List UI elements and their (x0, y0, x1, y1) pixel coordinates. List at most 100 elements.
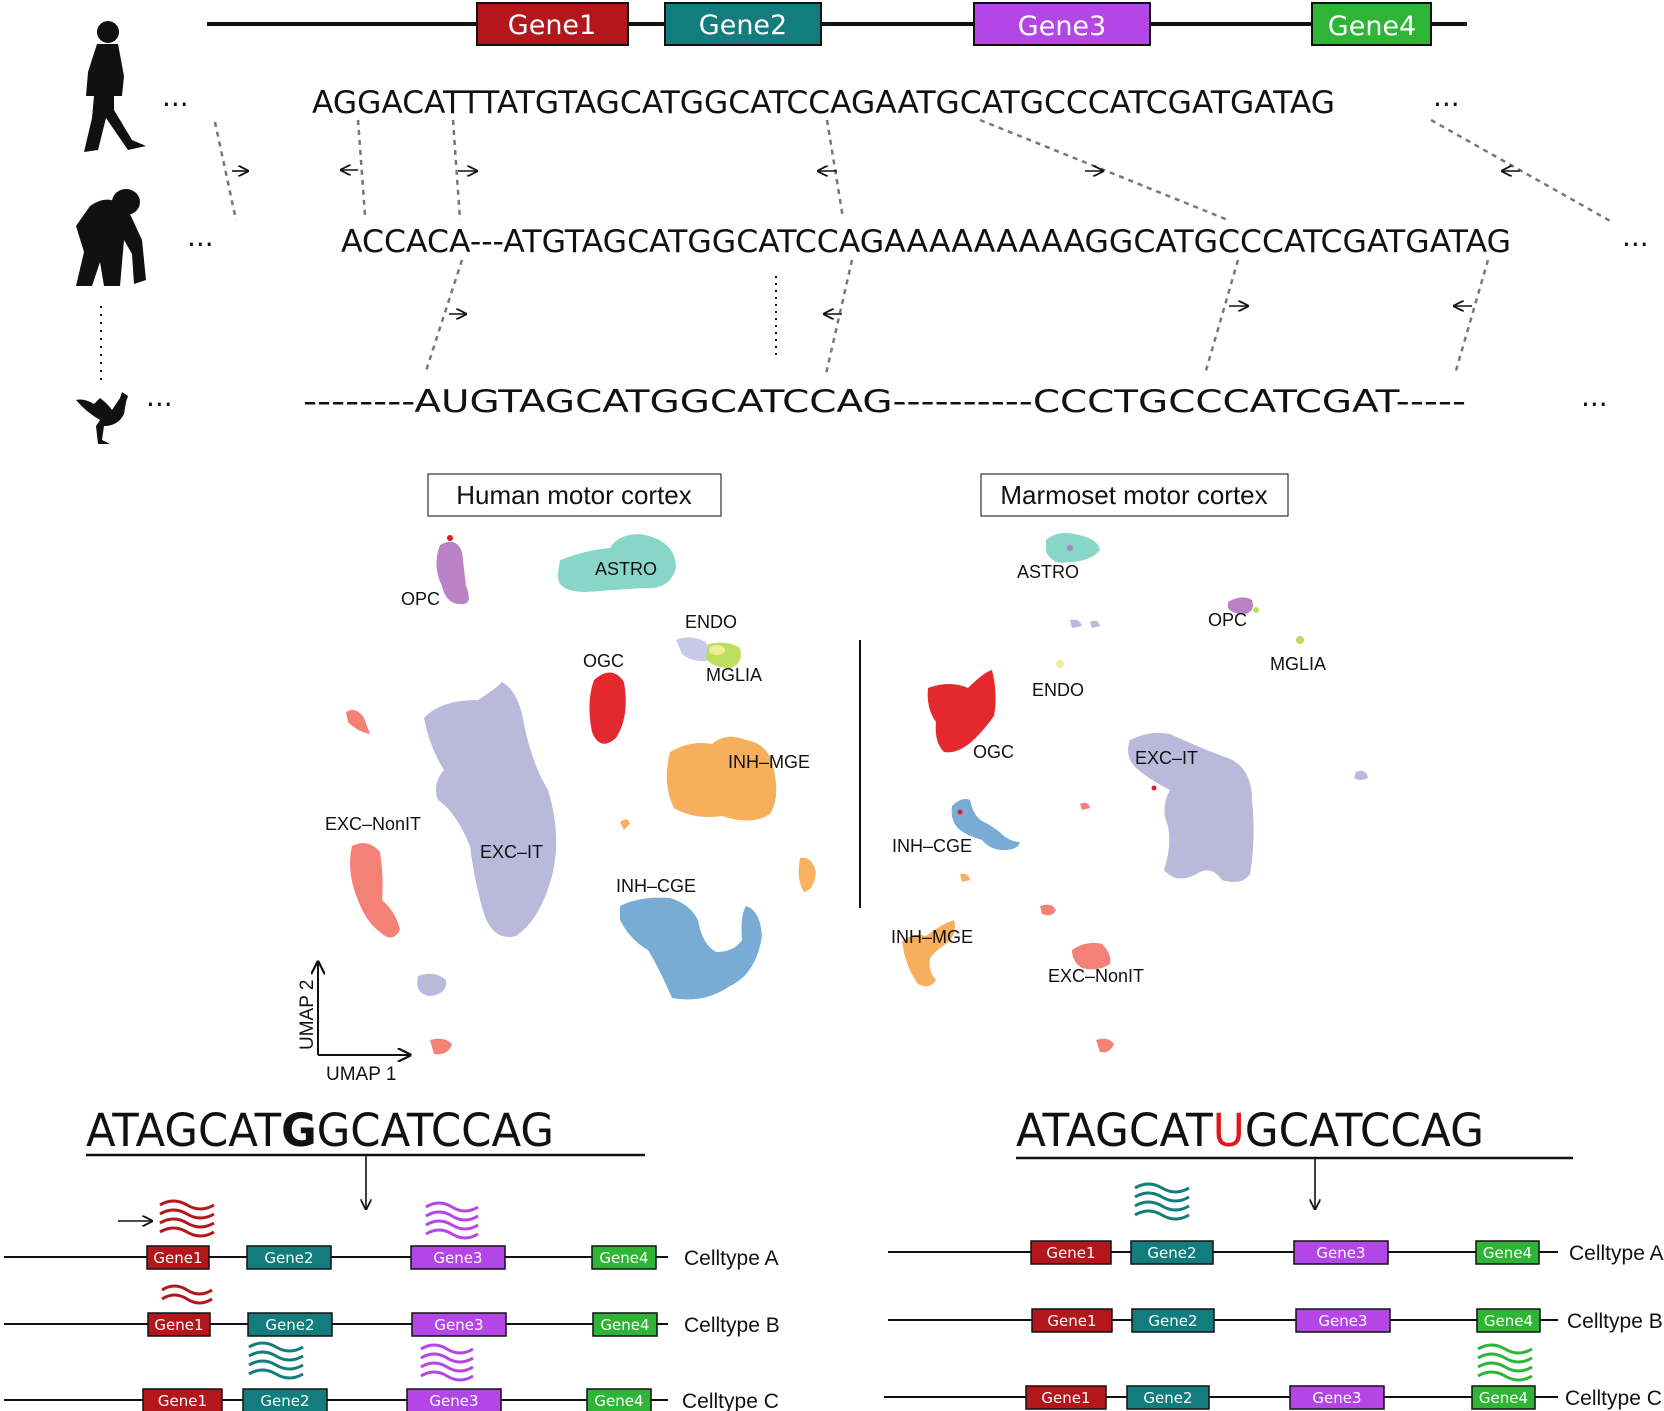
gene1-box: Gene1 (1031, 1308, 1113, 1333)
gene4-box: Gene4 (1476, 1308, 1541, 1333)
gene3-label: Gene3 (434, 1316, 483, 1334)
marmoset-cluster-small-nonit-b (1040, 904, 1056, 916)
gene4-expression-waves (1477, 1343, 1533, 1382)
umap-axes: UMAP 1 UMAP 2 (297, 962, 410, 1085)
gene1-label: Gene1 (158, 1392, 207, 1410)
gene4-box: Gene4 (592, 1312, 658, 1337)
label-marmoset-inh-mge: INH–MGE (891, 927, 973, 947)
marmoset-cluster-inh-cge (951, 798, 1020, 850)
human-cluster-labels: OPC ASTRO ENDO MGLIA OGC INH–MGE EXC–Non… (325, 559, 810, 896)
human-cluster-small-mge (798, 857, 816, 892)
gene4-box: Gene4 (1471, 1385, 1536, 1410)
gene2-box: Gene2 (242, 1388, 328, 1411)
label-marmoset-ogc: OGC (973, 742, 1014, 762)
gene1-label: Gene1 (154, 1316, 203, 1334)
chicken-sequence: --------AUGTAGCATGGCATCCAG----------CCCT… (303, 384, 1466, 420)
gene2-box: Gene2 (664, 2, 822, 46)
human-cluster-inh-mge (666, 736, 777, 821)
left-variant-base: G (281, 1104, 317, 1157)
marmoset-cluster-small-it-c (1354, 770, 1368, 780)
marmoset-cluster-endo (1056, 660, 1064, 668)
right-variant-prefix: ATAGCAT (1016, 1104, 1213, 1157)
gene4-label: Gene4 (1484, 1312, 1533, 1330)
human-cluster-endo-yellow (709, 645, 725, 655)
marmoset-cluster-small-mge-a (960, 873, 970, 882)
left-variant-prefix: ATAGCAT (86, 1104, 282, 1157)
marmoset-panel-title: Marmoset motor cortex (980, 473, 1289, 517)
label-human-endo: ENDO (685, 612, 737, 632)
label-human-ogc: OGC (583, 651, 624, 671)
celltype-c-label: Celltype C (1565, 1387, 1662, 1410)
gene3-label: Gene3 (1318, 1312, 1367, 1330)
human-cluster-small-nonit-1 (346, 710, 370, 734)
label-marmoset-inh-cge: INH–CGE (892, 836, 972, 856)
gene1-expression-waves (161, 1284, 213, 1305)
marmoset-cluster-astro (1046, 532, 1100, 563)
human-sequence: AGGACATTTATGTAGCATGGCATCCAGAATGCATGCCCAT… (312, 85, 1335, 121)
gene4-box: Gene4 (1475, 1240, 1540, 1265)
ellipsis-human-right: ... (1433, 80, 1460, 113)
gene3-expression-waves (420, 1343, 474, 1382)
human-cluster-endo (676, 637, 712, 662)
gene1-box: Gene1 (1030, 1240, 1112, 1265)
gene1-expression-waves (159, 1199, 215, 1238)
gene3-box: Gene3 (1295, 1308, 1391, 1333)
celltype-b-label: Celltype B (684, 1314, 780, 1337)
human-cluster-opc (436, 541, 469, 605)
svg-text:ATAGCATUGCATCCAG: ATAGCATUGCATCCAG (1016, 1104, 1484, 1157)
label-human-opc: OPC (401, 589, 440, 609)
gene1-label: Gene1 (1046, 1244, 1095, 1262)
gene2-expression-waves (248, 1341, 304, 1380)
gene2-expression-waves (1134, 1182, 1190, 1221)
label-human-mglia: MGLIA (706, 665, 762, 685)
gene2-box: Gene2 (247, 1312, 333, 1337)
label-marmoset-exc-nonit: EXC–NonIT (1048, 966, 1144, 986)
gene2-label: Gene2 (260, 1392, 309, 1410)
marmoset-cluster-mglia (1296, 636, 1304, 644)
label-human-exc-it: EXC–IT (480, 842, 543, 862)
gene4-label: Gene4 (1328, 11, 1416, 42)
marmoset-cluster-small-it-b (1090, 620, 1100, 628)
human-cluster-small-it-1 (417, 973, 447, 996)
gene1-box: Gene1 (146, 1245, 210, 1270)
svg-text:Human motor cortex: Human motor cortex (456, 480, 692, 510)
svg-text:Marmoset motor cortex: Marmoset motor cortex (1000, 480, 1267, 510)
label-human-exc-nonit: EXC–NonIT (325, 814, 421, 834)
gene4-label: Gene4 (599, 1249, 648, 1267)
gene4-box: Gene4 (1311, 2, 1432, 46)
gene4-label: Gene4 (600, 1316, 649, 1334)
gene1-label: Gene1 (508, 10, 596, 41)
gene2-label: Gene2 (264, 1249, 313, 1267)
celltype-a-label: Celltype A (1569, 1242, 1664, 1265)
marmoset-cluster-exc-it (1128, 732, 1254, 882)
gene1-box: Gene1 (476, 2, 629, 46)
gene3-box: Gene3 (410, 1245, 506, 1270)
umap-clusters (346, 532, 1368, 1055)
label-human-inh-cge: INH–CGE (616, 876, 696, 896)
human-silhouette-icon (84, 21, 146, 152)
human-cluster-ogc (589, 672, 626, 744)
gene3-box: Gene3 (1293, 1240, 1389, 1265)
human-cluster-exc-nonit (350, 843, 400, 938)
gene3-expression-waves (425, 1201, 479, 1240)
marmoset-cluster-astro-opc-dot (1067, 545, 1073, 551)
right-variant-suffix: GCATCCAG (1245, 1104, 1484, 1157)
umap2-label: UMAP 2 (297, 980, 318, 1050)
gene2-label: Gene2 (1143, 1389, 1192, 1407)
left-variant-suffix: GCATCCAG (317, 1104, 554, 1157)
label-marmoset-mglia: MGLIA (1270, 654, 1326, 674)
marmoset-cluster-small-nonit-c (1096, 1038, 1114, 1053)
gene3-box: Gene3 (973, 2, 1151, 46)
gene2-box: Gene2 (1126, 1385, 1210, 1410)
gene3-label: Gene3 (1018, 11, 1106, 42)
chimp-silhouette-icon (76, 189, 146, 286)
gene3-box: Gene3 (411, 1312, 507, 1337)
left-celltype-b-track: Gene1 Gene2 Gene3 Gene4 Celltype B (4, 1312, 780, 1337)
